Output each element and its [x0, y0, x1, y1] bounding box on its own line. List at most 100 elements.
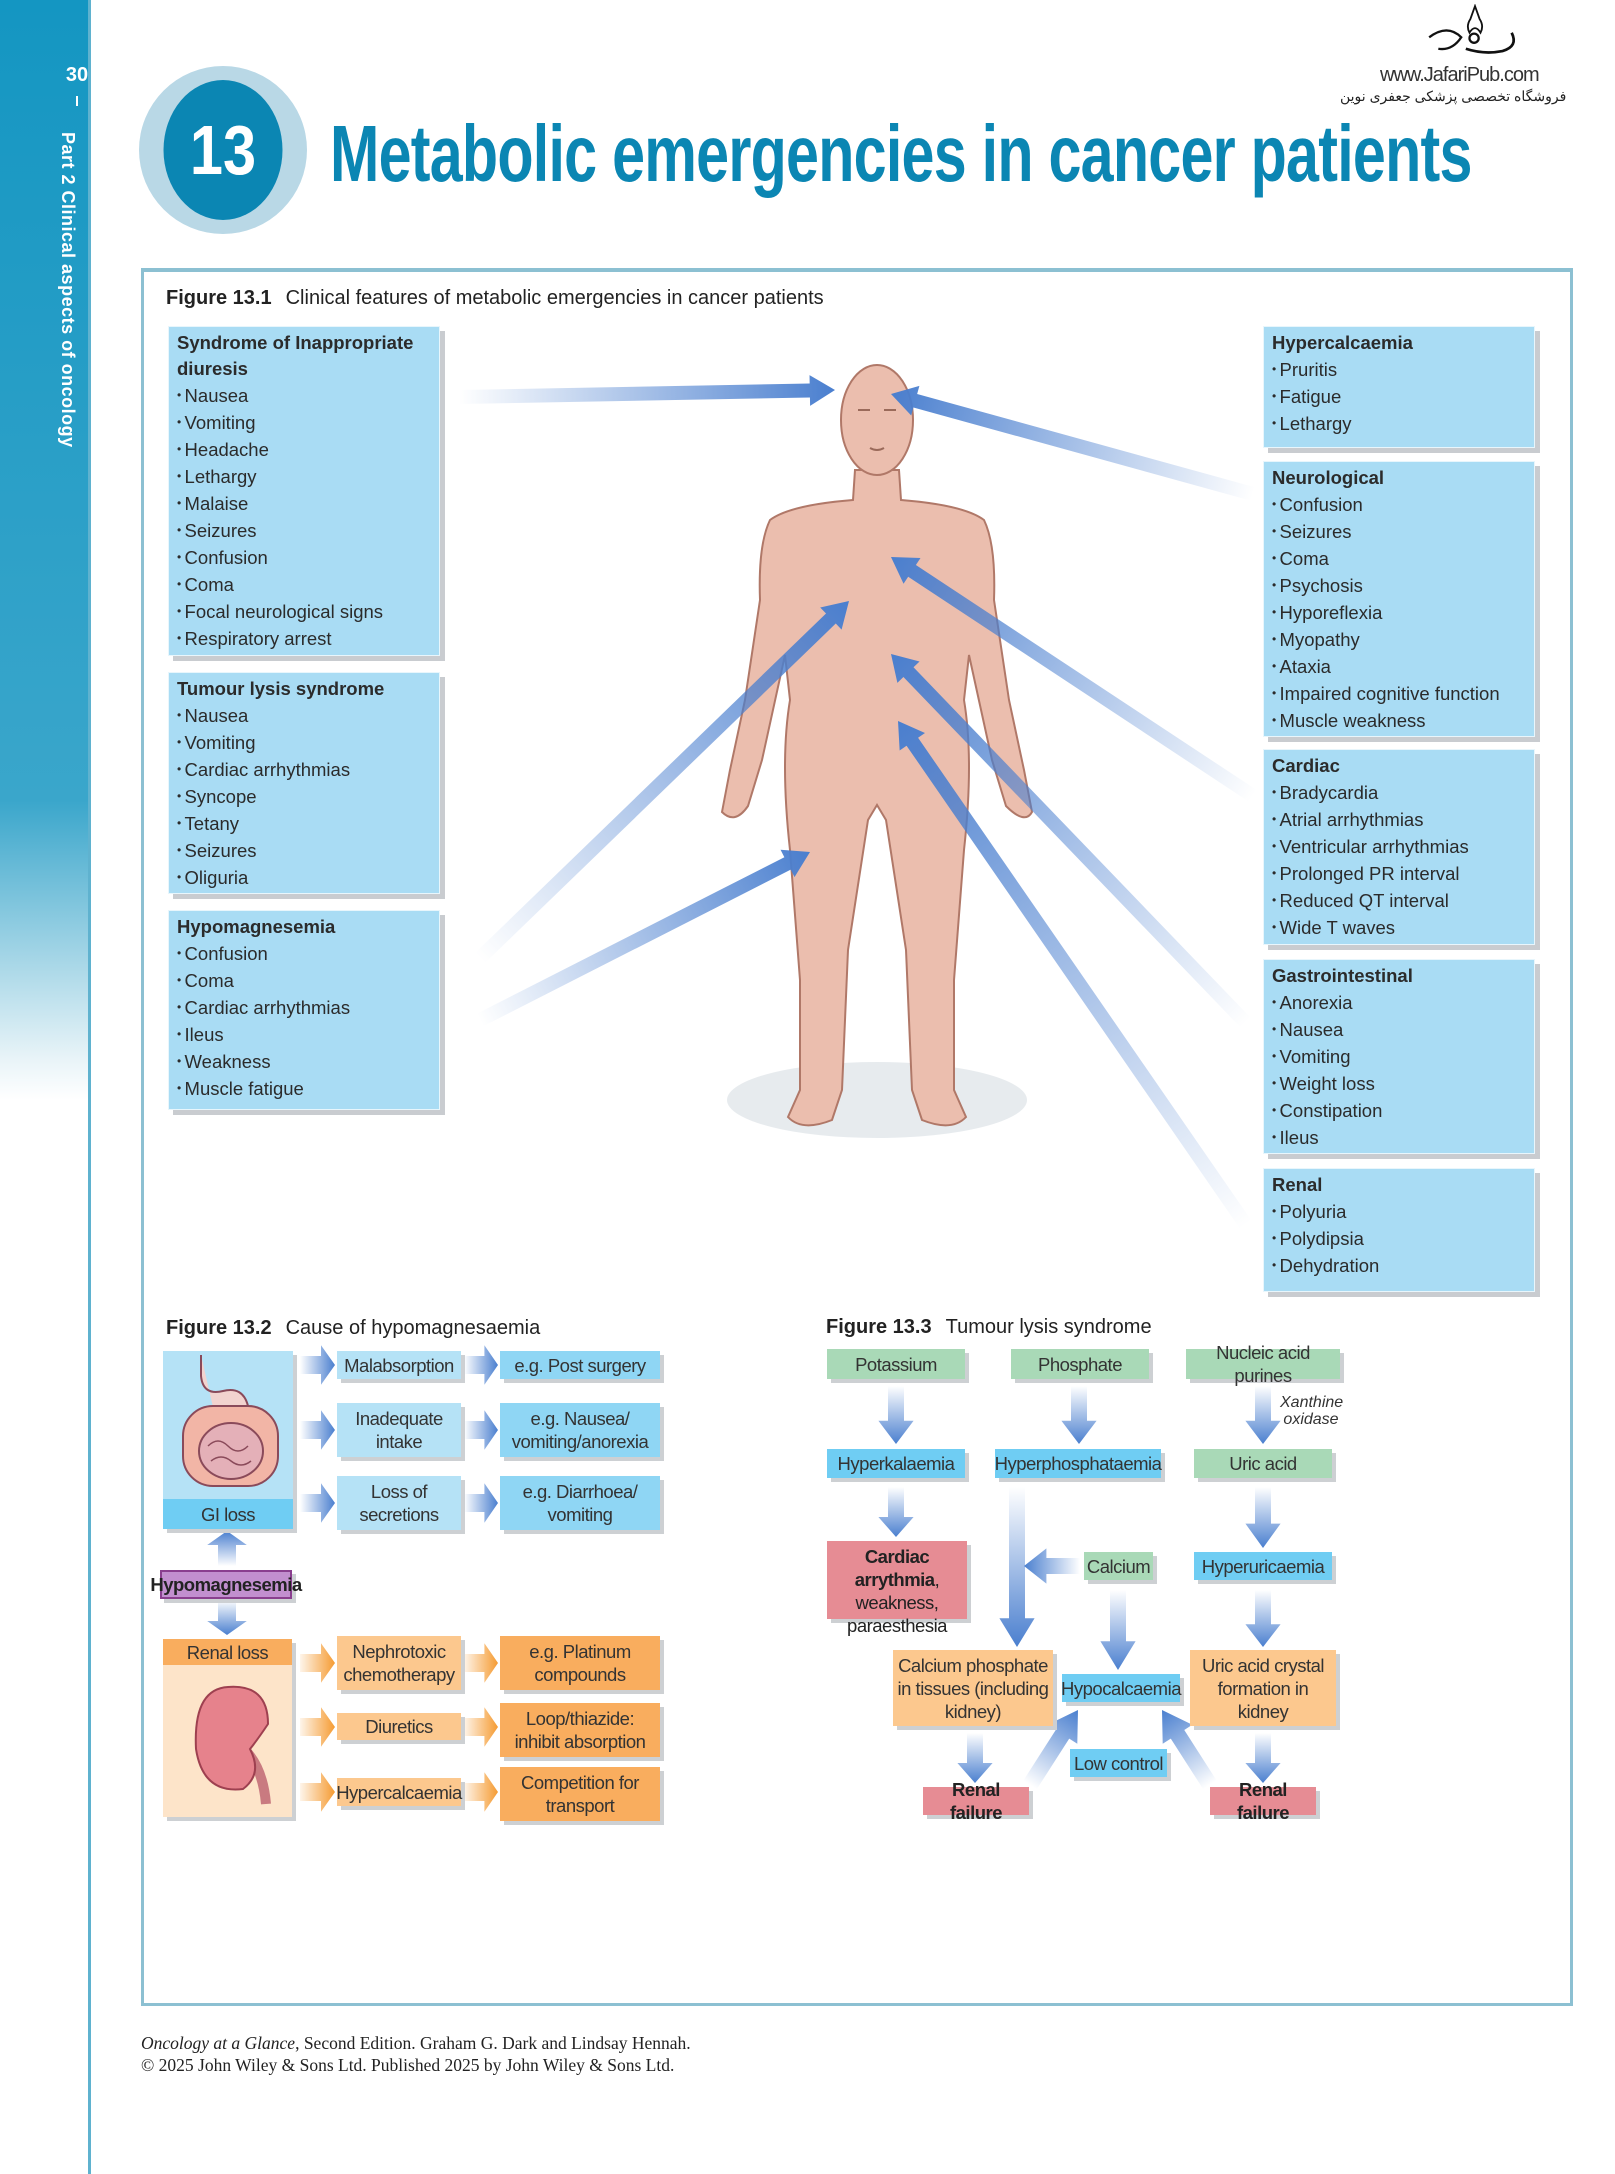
xanthine-oxidase-label: Xanthine oxidase	[1280, 1394, 1344, 1428]
symptom-item: Pruritis	[1272, 356, 1526, 383]
gi-panel: GI loss	[163, 1351, 293, 1529]
box-heading: Gastrointestinal	[1272, 965, 1413, 986]
symptom-item: Myopathy	[1272, 626, 1526, 653]
right-symptom-box: CardiacBradycardiaAtrial arrhythmiasVent…	[1263, 749, 1535, 945]
symptom-item: Ataxia	[1272, 653, 1526, 680]
renal-cause-box: Nephrotoxic chemotherapy	[337, 1636, 461, 1690]
symptom-item: Malaise	[177, 490, 431, 517]
symptom-item: Vomiting	[1272, 1043, 1526, 1070]
symptom-item: Seizures	[177, 517, 431, 544]
citation-rest: , Second Edition. Graham G. Dark and Lin…	[295, 2033, 691, 2053]
page-number: 30	[65, 64, 89, 86]
renal-cause-box: Diuretics	[337, 1713, 461, 1740]
page-title: Metabolic emergencies in cancer patients	[330, 109, 1472, 198]
symptom-item: Weakness	[177, 1048, 431, 1075]
symptom-item: Cardiac arrhythmias	[177, 994, 431, 1021]
side-strip	[0, 0, 88, 2174]
symptom-item: Confusion	[177, 940, 431, 967]
figure-label: Figure 13.1	[166, 287, 272, 309]
figure-frame	[141, 268, 1573, 2006]
symptom-item: Headache	[177, 436, 431, 463]
symptom-item: Muscle fatigue	[177, 1075, 431, 1102]
left-symptom-box: Tumour lysis syndromeNauseaVomitingCardi…	[168, 672, 440, 894]
symptom-item: Bradycardia	[1272, 779, 1526, 806]
figure-13-2-caption: Figure 13.2 Cause of hypomagnesaemia	[166, 1317, 540, 1340]
symptom-item: Wide T waves	[1272, 914, 1526, 941]
symptom-item: Atrial arrhythmias	[1272, 806, 1526, 833]
left-symptom-box: Syndrome of Inappropriate diuresisNausea…	[168, 326, 440, 656]
figure-title: Cause of hypomagnesaemia	[285, 1317, 541, 1339]
footer-citation: Oncology at a Glance, Second Edition. Gr…	[141, 2033, 691, 2054]
human-body-illustration	[720, 364, 1034, 1138]
side-strip-line	[88, 0, 91, 2174]
renal-failure-right-box: Renal failure	[1210, 1779, 1316, 1823]
part-label: Part 2 Clinical aspects of oncology	[58, 132, 78, 448]
figure-title: Clinical features of metabolic emergenci…	[285, 287, 824, 309]
hypocalcaemia-box: Hypocalcaemia	[1061, 1674, 1182, 1702]
low-control-box: Low control	[1070, 1749, 1167, 1777]
gi-cause-box: Loss of secretions	[337, 1476, 461, 1530]
symptom-item: Nausea	[177, 702, 431, 729]
symptom-item: Impaired cognitive function	[1272, 680, 1526, 707]
symptom-item: Prolonged PR interval	[1272, 860, 1526, 887]
right-symptom-box: RenalPolyuriaPolydipsiaDehydration	[1263, 1168, 1535, 1292]
hyperkalaemia-box: Hyperkalaemia	[827, 1449, 965, 1478]
kidney-illustration	[194, 1685, 271, 1805]
renal-example-box: e.g. Platinum compounds	[500, 1636, 660, 1690]
divider	[76, 96, 78, 106]
renal-loss-label: Renal loss	[163, 1639, 292, 1665]
right-symptom-box: NeurologicalConfusionSeizuresComaPsychos…	[1263, 461, 1535, 737]
nucleic-acid-purines-box: Nucleic acid purines	[1186, 1342, 1340, 1386]
symptom-item: Ileus	[177, 1021, 431, 1048]
symptom-item: Constipation	[1272, 1097, 1526, 1124]
footer-copyright: © 2025 John Wiley & Sons Ltd. Published …	[141, 2055, 675, 2075]
symptom-item: Dehydration	[1272, 1252, 1526, 1279]
symptom-item: Coma	[1272, 545, 1526, 572]
renal-failure-left-box: Renal failure	[923, 1779, 1029, 1823]
gi-loss-label: GI loss	[163, 1499, 293, 1529]
symptom-item: Cardiac arrhythmias	[177, 756, 431, 783]
calcium-box: Calcium	[1084, 1552, 1153, 1580]
symptom-item: Weight loss	[1272, 1070, 1526, 1097]
figure-label: Figure 13.2	[166, 1317, 272, 1339]
renal-panel: Renal loss	[163, 1639, 292, 1817]
symptom-item: Reduced QT interval	[1272, 887, 1526, 914]
cardiac-arrhythmia-label: Cardiac arrythmia	[854, 1546, 935, 1590]
uric-acid-box: Uric acid	[1194, 1449, 1332, 1478]
hyperphosphataemia-box: Hyperphosphataemia	[995, 1449, 1162, 1478]
box-heading: Hypomagnesemia	[177, 916, 336, 937]
symptom-item: Anorexia	[1272, 989, 1526, 1016]
right-symptom-box: HypercalcaemiaPruritisFatigueLethargy	[1263, 326, 1535, 448]
symptom-item: Tetany	[177, 810, 431, 837]
renal-example-box: Loop/thiazide: inhibit absorption	[500, 1703, 660, 1757]
gi-example-box: e.g. Diarrhoea/ vomiting	[500, 1476, 660, 1530]
symptom-item: Nausea	[1272, 1016, 1526, 1043]
symptom-item: Coma	[177, 571, 431, 598]
figure-title: Tumour lysis syndrome	[945, 1316, 1152, 1338]
watermark-text: فروشگاه تخصصی پزشکی جعفری نوین	[1340, 88, 1567, 104]
uric-acid-crystal-box: Uric acid crystal formation in kidney	[1190, 1650, 1336, 1726]
symptom-item: Hyporeflexia	[1272, 599, 1526, 626]
symptom-item: Muscle weakness	[1272, 707, 1526, 734]
book-title: Oncology at a Glance	[141, 2033, 296, 2053]
symptom-item: Lethargy	[177, 463, 431, 490]
chapter-number: 13	[163, 80, 283, 220]
cardiac-arrhythmia-box: Cardiac arrythmia, weakness, paraesthesi…	[827, 1541, 967, 1636]
calcium-phosphate-box: Calcium phosphate in tissues (including …	[893, 1650, 1053, 1726]
symptom-item: Oliguria	[177, 864, 431, 891]
hypomagnesemia-box: Hypomagnesemia	[150, 1570, 302, 1599]
box-heading: Hypercalcaemia	[1272, 332, 1413, 353]
symptom-item: Confusion	[1272, 491, 1526, 518]
symptom-item: Vomiting	[177, 729, 431, 756]
symptom-item: Nausea	[177, 382, 431, 409]
potassium-box: Potassium	[827, 1349, 965, 1379]
symptom-item: Focal neurological signs	[177, 598, 431, 625]
gi-cause-box: Malabsorption	[337, 1351, 461, 1379]
gi-example-box: e.g. Post surgery	[500, 1351, 660, 1379]
symptom-item: Syncope	[177, 783, 431, 810]
box-heading: Cardiac	[1272, 755, 1340, 776]
box-heading: Syndrome of Inappropriate diuresis	[177, 332, 414, 379]
symptom-item: Lethargy	[1272, 410, 1526, 437]
symptom-item: Polyuria	[1272, 1198, 1526, 1225]
